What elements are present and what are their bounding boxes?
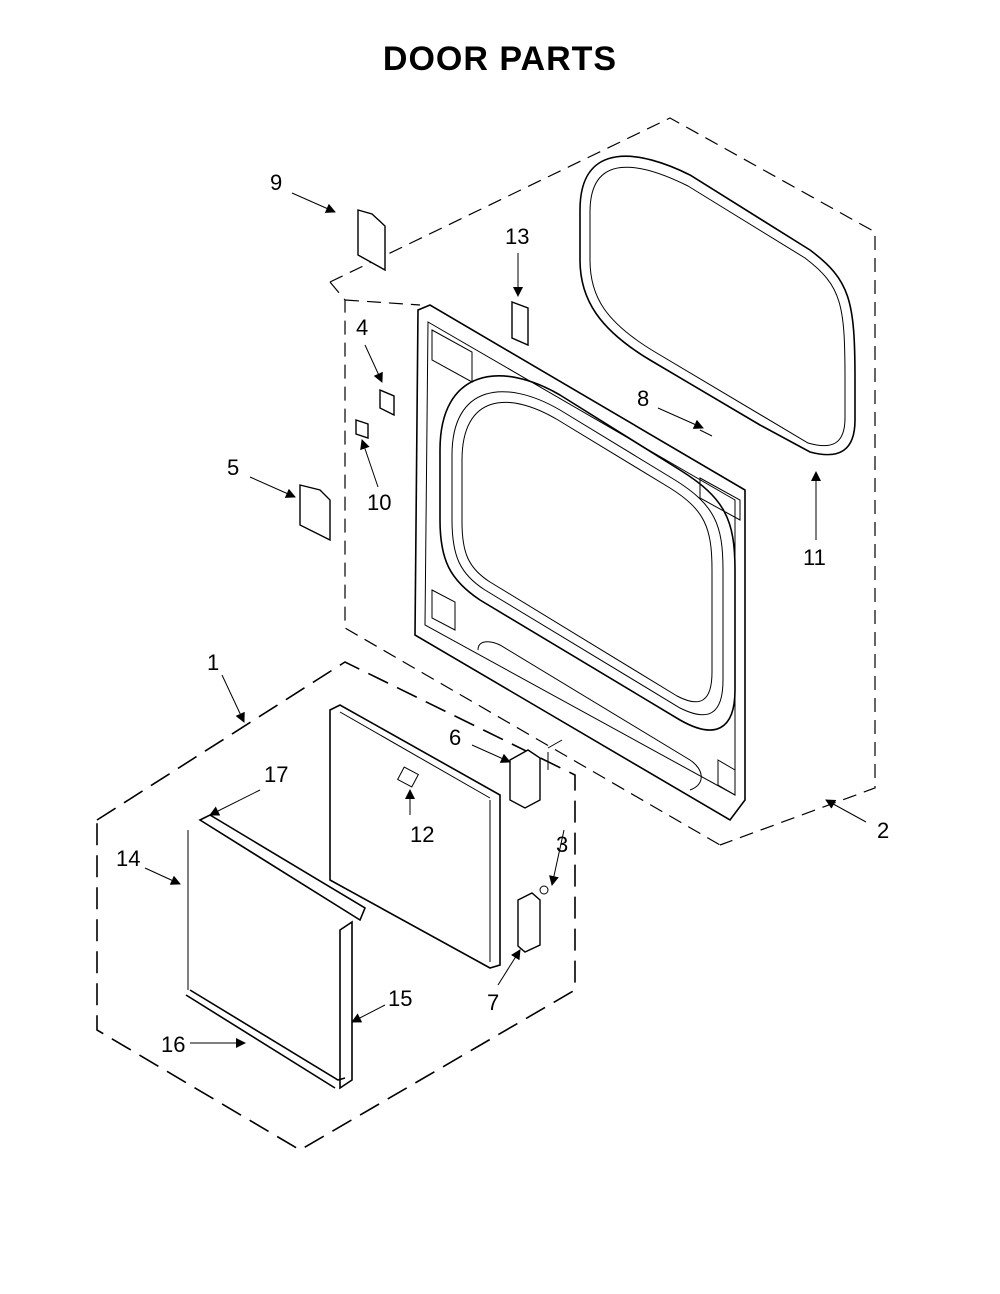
- inner-door-panel: [185, 814, 367, 1090]
- callout-2: 2: [877, 818, 889, 843]
- upper-door-hinge: [509, 739, 563, 809]
- callout-13: 13: [505, 224, 529, 249]
- callout-8: 8: [637, 386, 649, 411]
- leader-lines: [144, 192, 867, 1048]
- callout-11: 11: [803, 545, 826, 570]
- callout-15: 15: [388, 986, 412, 1011]
- lower-door-hinge: [517, 885, 549, 953]
- clip-part-10: [355, 419, 369, 439]
- door-seal: [579, 155, 856, 456]
- top-hinge-bracket: [357, 209, 386, 272]
- callout-16: 16: [161, 1032, 185, 1057]
- bottom-hinge-bracket: [299, 484, 331, 542]
- page-title: DOOR PARTS: [382, 40, 618, 78]
- door-assembly-outline: [96, 661, 576, 1151]
- callout-14: 14: [116, 846, 140, 871]
- hinge-cover-13: [511, 300, 529, 347]
- callout-9: 9: [270, 170, 282, 195]
- callout-1: 1: [207, 650, 219, 675]
- callout-labels: 1 2 3 4 5 6 7 8 9 10 11 12 13 14 15 16 1…: [116, 170, 889, 1057]
- callout-7: 7: [487, 990, 499, 1015]
- front-panel: [414, 304, 746, 822]
- callout-3: 3: [556, 832, 568, 857]
- callout-5: 5: [227, 455, 239, 480]
- callout-12: 12: [410, 822, 434, 847]
- screw-8: [699, 429, 713, 437]
- outer-door-panel: [329, 704, 501, 969]
- small-hinge-part-4: [379, 388, 395, 417]
- callout-4: 4: [356, 315, 368, 340]
- callout-10: 10: [367, 490, 391, 515]
- callout-6: 6: [449, 725, 461, 750]
- cabinet-outline: [329, 117, 876, 846]
- callout-17: 17: [264, 762, 288, 787]
